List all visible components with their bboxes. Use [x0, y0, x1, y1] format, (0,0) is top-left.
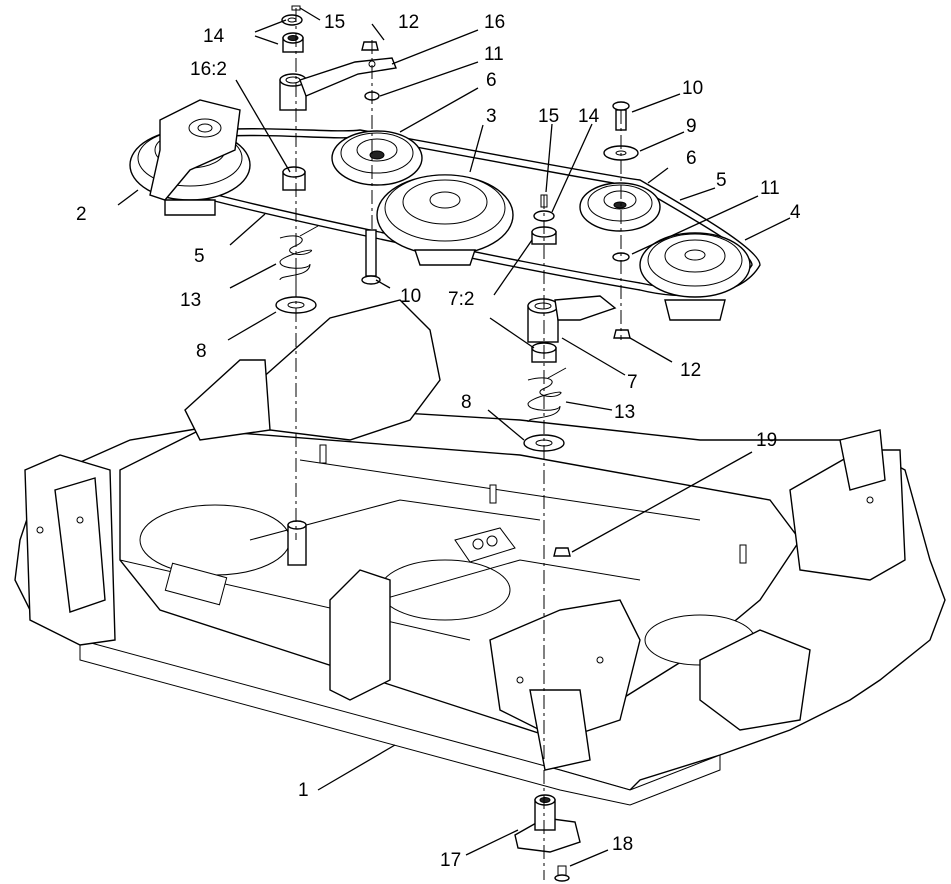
callout-10-center: 10 [400, 286, 421, 307]
callout-10-top-right: 10 [682, 78, 703, 99]
mower-deck [14, 299, 946, 806]
callout-3: 3 [486, 106, 497, 127]
callout-labels: 14 15 12 16 16:2 11 6 3 15 14 10 9 6 5 1… [76, 12, 801, 871]
center-idler-pulley [331, 130, 423, 186]
left-spindle-pulley [129, 99, 251, 216]
callout-7: 7 [627, 372, 638, 393]
callout-7-2: 7:2 [448, 289, 474, 310]
callout-18: 18 [612, 834, 633, 855]
callout-8-right: 8 [461, 392, 472, 413]
callout-12-top: 12 [398, 12, 419, 33]
callout-13-left: 13 [180, 290, 201, 311]
callout-11-right: 11 [760, 178, 780, 199]
assembly-axis-lines [295, 8, 622, 880]
callout-4: 4 [790, 202, 801, 223]
callout-16: 16 [484, 12, 505, 33]
drive-belt [129, 128, 761, 297]
left-idler-arm-assembly [275, 5, 397, 314]
callout-15-right: 15 [538, 106, 559, 127]
center-spindle-pulley [376, 174, 514, 266]
callout-5-left: 5 [194, 246, 205, 267]
callout-1: 1 [298, 780, 309, 801]
callout-9: 9 [686, 116, 697, 137]
callout-14-right: 14 [578, 106, 600, 127]
right-spindle-pulley [639, 232, 751, 321]
leader-lines [117, 7, 791, 867]
callout-19: 19 [756, 430, 777, 451]
callout-6-top: 6 [486, 70, 497, 91]
bottom-pivot-assembly [514, 547, 581, 882]
callout-15-top-left: 15 [324, 12, 345, 33]
right-idler-pulley [579, 182, 661, 232]
callout-8-left: 8 [196, 341, 207, 362]
callout-5-right: 5 [716, 170, 727, 191]
callout-12-right: 12 [680, 360, 701, 381]
callout-11-top: 11 [484, 44, 504, 65]
callout-6-right: 6 [686, 148, 697, 169]
callout-16-2: 16:2 [190, 59, 227, 80]
callout-13-right: 13 [614, 402, 635, 423]
callout-2: 2 [76, 204, 87, 225]
callout-17: 17 [440, 850, 461, 871]
callout-14-top-left: 14 [203, 26, 225, 47]
